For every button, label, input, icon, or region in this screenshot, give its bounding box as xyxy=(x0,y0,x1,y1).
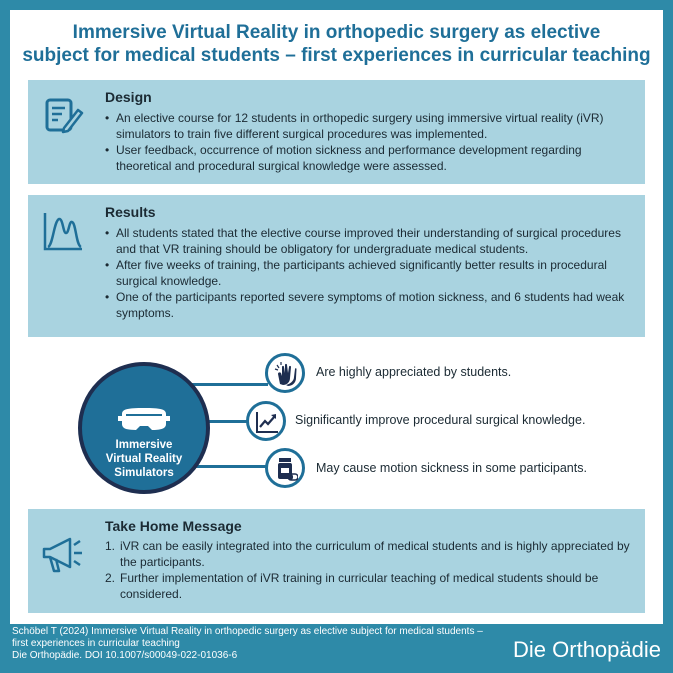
list-item: 1. iVR can be easily integrated into the … xyxy=(105,539,635,570)
document-edit-icon xyxy=(45,98,84,134)
design-panel: Design An elective course for 12 student… xyxy=(28,80,645,184)
item-text: Further implementation of iVR training i… xyxy=(120,571,599,601)
design-bullets: An elective course for 12 students in or… xyxy=(105,111,630,175)
design-heading: Design xyxy=(105,89,152,105)
medicine-icon xyxy=(278,458,298,481)
item-text: iVR can be easily integrated into the cu… xyxy=(120,539,630,569)
vr-simulators-circle: Immersive Virtual Reality Simulators xyxy=(78,362,210,494)
benefit-bubble-3 xyxy=(265,448,305,488)
citation-line: Die Orthopädie. DOI 10.1007/s00049-022-0… xyxy=(12,650,238,661)
page-title: Immersive Virtual Reality in orthopedic … xyxy=(10,10,663,70)
results-heading: Results xyxy=(105,204,156,220)
label-line: Immersive xyxy=(115,439,173,451)
vr-headset-icon xyxy=(118,408,170,430)
citation: Schöbel T (2024) Immersive Virtual Reali… xyxy=(12,626,492,662)
connector-line xyxy=(178,465,268,468)
results-panel: Results All students stated that the ele… xyxy=(28,195,645,337)
list-item: User feedback, occurrence of motion sick… xyxy=(105,143,630,174)
list-item: After five weeks of training, the partic… xyxy=(105,258,630,289)
citation-line: Schöbel T (2024) Immersive Virtual Reali… xyxy=(12,626,483,637)
benefit-text-2: Significantly improve procedural surgica… xyxy=(295,413,586,427)
list-item: One of the participants reported severe … xyxy=(105,290,630,321)
benefit-bubble-2 xyxy=(246,401,286,441)
connector-line xyxy=(178,383,268,386)
megaphone-icon xyxy=(42,537,82,573)
take-home-heading: Take Home Message xyxy=(105,518,242,534)
take-home-panel: Take Home Message 1. iVR can be easily in… xyxy=(28,509,645,613)
journal-brand: Die Orthopädie xyxy=(513,637,661,662)
results-bullets: All students stated that the elective co… xyxy=(105,226,630,322)
applause-icon xyxy=(274,362,297,386)
title-line-2: subject for medical students – first exp… xyxy=(22,45,651,66)
benefit-text-1: Are highly appreciated by students. xyxy=(316,365,512,379)
take-home-list: 1. iVR can be easily integrated into the … xyxy=(105,539,635,603)
distribution-chart-icon xyxy=(43,213,82,251)
title-line-1: Immersive Virtual Reality in orthopedic … xyxy=(72,22,601,43)
item-number: 1. xyxy=(105,539,116,553)
benefit-text-3: May cause motion sickness in some partic… xyxy=(316,461,587,475)
list-item: All students stated that the elective co… xyxy=(105,226,630,257)
trend-up-chart-icon xyxy=(256,412,278,433)
connector-line xyxy=(208,420,250,423)
label-line: Virtual Reality xyxy=(105,453,183,465)
list-item: 2. Further implementation of iVR training… xyxy=(105,571,635,602)
vr-simulators-label: Immersive Virtual Reality Simulators xyxy=(82,438,206,480)
benefit-bubble-1 xyxy=(265,353,305,393)
label-line: Simulators xyxy=(114,467,174,479)
item-number: 2. xyxy=(105,571,116,585)
list-item: An elective course for 12 students in or… xyxy=(105,111,630,142)
citation-line: first experiences in curricular teaching xyxy=(12,638,180,649)
vr-benefits-diagram: Immersive Virtual Reality Simulators Are… xyxy=(28,345,645,500)
